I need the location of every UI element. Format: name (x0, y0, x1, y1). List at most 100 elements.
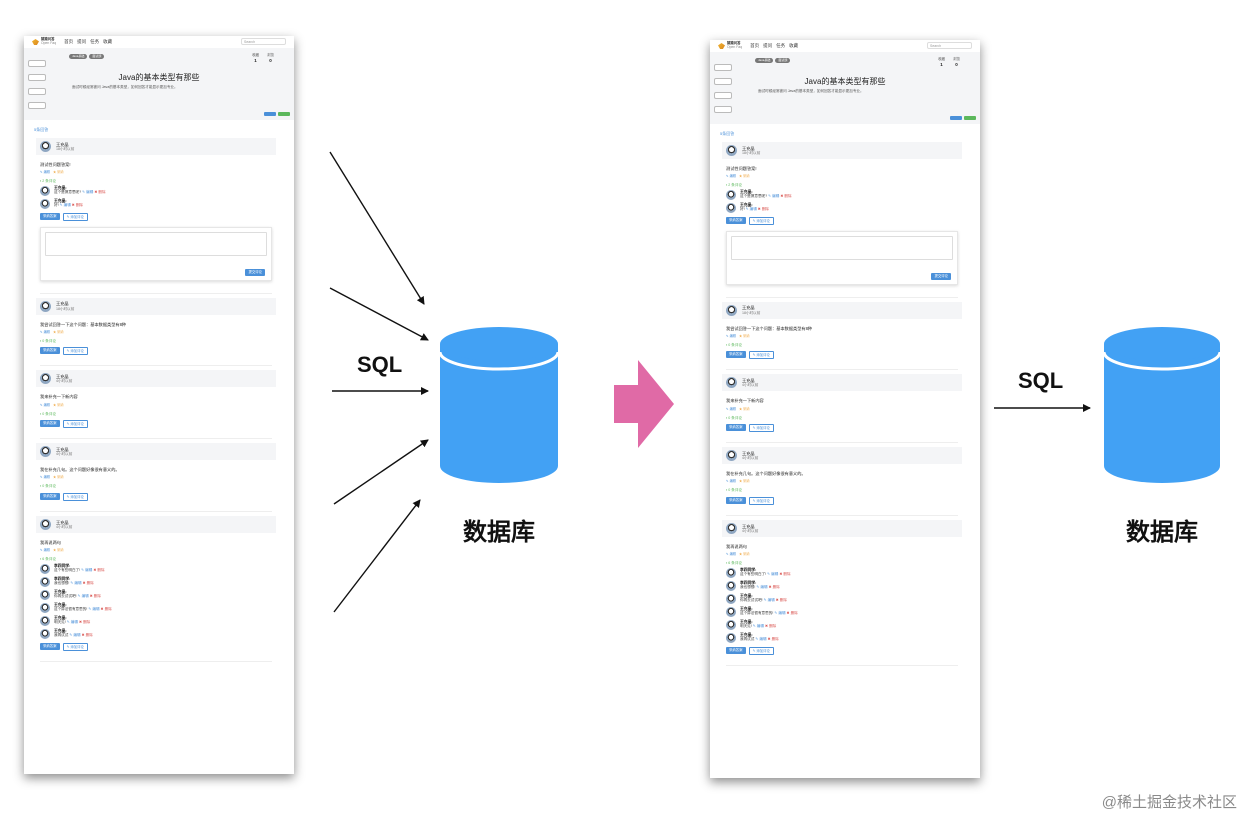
delete-link[interactable]: ✖ 删除 (775, 598, 787, 603)
edit-link[interactable]: ✎ 编辑 (726, 479, 736, 484)
delete-link[interactable]: ✖ 删除 (764, 624, 777, 629)
nav-item[interactable]: 收藏 (103, 39, 113, 45)
edit-link[interactable]: ✎ 编辑 (40, 170, 50, 175)
adopt-answer-button[interactable]: 采纳答案 (40, 492, 60, 500)
nav-item[interactable]: 提问 (77, 39, 87, 45)
delete-link[interactable]: ✖ 删除 (93, 568, 105, 573)
adopt-link[interactable]: ★ 采纳 (52, 402, 64, 407)
comment-textarea[interactable] (731, 235, 953, 260)
adopt-link[interactable]: ★ 采纳 (52, 170, 64, 175)
adopt-link[interactable]: ★ 采纳 (52, 329, 64, 334)
nav-item[interactable]: 任务 (776, 43, 786, 49)
edit-link[interactable]: ✎ 编辑 (82, 190, 94, 195)
adopt-answer-button[interactable]: 采纳答案 (726, 216, 746, 224)
side-button[interactable] (714, 106, 732, 113)
edit-link[interactable]: ✎ 编辑 (88, 607, 100, 612)
edit-link[interactable]: ✎ 编辑 (756, 585, 768, 590)
adopt-answer-button[interactable]: 采纳答案 (726, 496, 746, 504)
question-tag[interactable]: 面试题 (89, 54, 105, 59)
question-action-button[interactable] (950, 116, 962, 120)
side-button[interactable] (714, 64, 732, 71)
edit-link[interactable]: ✎ 编辑 (755, 637, 767, 642)
add-comment-button[interactable]: ✎ 添加评论 (748, 424, 774, 433)
adopt-link[interactable]: ★ 采纳 (738, 174, 750, 179)
nav-item[interactable]: 任务 (90, 39, 100, 45)
edit-link[interactable]: ✎ 编辑 (70, 581, 82, 586)
delete-link[interactable]: ✖ 删除 (71, 203, 83, 208)
delete-link[interactable]: ✖ 删除 (81, 633, 93, 638)
question-action-button[interactable] (278, 112, 290, 116)
side-button[interactable] (714, 78, 732, 85)
comment-textarea[interactable] (45, 231, 267, 256)
adopt-answer-button[interactable]: 采纳答案 (40, 212, 60, 220)
side-button[interactable] (28, 88, 46, 95)
adopt-answer-button[interactable]: 采纳答案 (726, 646, 746, 654)
edit-link[interactable]: ✎ 编辑 (69, 633, 81, 638)
nav-item[interactable]: 提问 (763, 43, 773, 49)
add-comment-button[interactable]: ✎ 添加评论 (748, 646, 774, 655)
edit-link[interactable]: ✎ 编辑 (40, 402, 50, 407)
adopt-link[interactable]: ★ 采纳 (738, 552, 750, 557)
question-action-button[interactable] (264, 112, 276, 116)
delete-link[interactable]: ✖ 删除 (100, 607, 112, 612)
search-input[interactable]: Search (927, 42, 972, 49)
adopt-link[interactable]: ★ 采纳 (52, 548, 64, 553)
add-comment-button[interactable]: ✎ 添加评论 (62, 347, 88, 356)
delete-link[interactable]: ✖ 删除 (786, 611, 798, 616)
question-tag[interactable]: Java基础 (69, 54, 88, 59)
side-button[interactable] (714, 92, 732, 99)
edit-link[interactable]: ✎ 编辑 (40, 475, 50, 480)
delete-link[interactable]: ✖ 删除 (767, 637, 779, 642)
question-tag[interactable]: Java基础 (755, 58, 774, 63)
adopt-link[interactable]: ★ 采纳 (738, 479, 750, 484)
nav-item[interactable]: 首页 (750, 43, 760, 49)
edit-link[interactable]: ✎ 编辑 (726, 406, 736, 411)
adopt-answer-button[interactable]: 采纳答案 (726, 424, 746, 432)
nav-item[interactable]: 首页 (64, 39, 74, 45)
add-comment-button[interactable]: ✎ 添加评论 (748, 351, 774, 360)
side-button[interactable] (28, 74, 46, 81)
adopt-answer-button[interactable]: 采纳答案 (40, 347, 60, 355)
submit-comment-button[interactable]: 提交评论 (931, 272, 951, 280)
adopt-answer-button[interactable]: 采纳答案 (40, 420, 60, 428)
edit-link[interactable]: ✎ 编辑 (726, 333, 736, 338)
edit-link[interactable]: ✎ 编辑 (768, 194, 780, 199)
edit-link[interactable]: ✎ 编辑 (40, 548, 50, 553)
edit-link[interactable]: ✎ 编辑 (81, 568, 93, 573)
delete-link[interactable]: ✖ 删除 (94, 190, 106, 195)
delete-link[interactable]: ✖ 删除 (780, 194, 792, 199)
edit-link[interactable]: ✎ 编辑 (726, 174, 736, 179)
adopt-link[interactable]: ★ 采纳 (738, 333, 750, 338)
delete-link[interactable]: ✖ 删除 (78, 620, 91, 625)
delete-link[interactable]: ✖ 删除 (757, 207, 769, 212)
question-action-button[interactable] (964, 116, 976, 120)
question-tag[interactable]: 面试题 (775, 58, 791, 63)
edit-link[interactable]: ✎ 编辑 (752, 624, 764, 629)
delete-link[interactable]: ✖ 删除 (82, 581, 94, 586)
edit-link[interactable]: ✎ 编辑 (745, 207, 757, 212)
adopt-link[interactable]: ★ 采纳 (52, 475, 64, 480)
edit-link[interactable]: ✎ 编辑 (763, 598, 775, 603)
add-comment-button[interactable]: ✎ 添加评论 (62, 212, 88, 221)
add-comment-button[interactable]: ✎ 添加评论 (748, 496, 774, 505)
add-comment-button[interactable]: ✎ 添加评论 (62, 420, 88, 429)
edit-link[interactable]: ✎ 编辑 (726, 552, 736, 557)
adopt-answer-button[interactable]: 采纳答案 (726, 351, 746, 359)
edit-link[interactable]: ✎ 编辑 (59, 203, 71, 208)
edit-link[interactable]: ✎ 编辑 (77, 594, 89, 599)
add-comment-button[interactable]: ✎ 添加评论 (62, 492, 88, 501)
edit-link[interactable]: ✎ 编辑 (767, 572, 779, 577)
edit-link[interactable]: ✎ 编辑 (774, 611, 786, 616)
add-comment-button[interactable]: ✎ 添加评论 (62, 642, 88, 651)
add-comment-button[interactable]: ✎ 添加评论 (748, 216, 774, 225)
adopt-link[interactable]: ★ 采纳 (738, 406, 750, 411)
edit-link[interactable]: ✎ 编辑 (40, 329, 50, 334)
delete-link[interactable]: ✖ 删除 (89, 594, 101, 599)
side-button[interactable] (28, 60, 46, 67)
side-button[interactable] (28, 102, 46, 109)
delete-link[interactable]: ✖ 删除 (768, 585, 780, 590)
search-input[interactable]: Search (241, 38, 286, 45)
delete-link[interactable]: ✖ 删除 (779, 572, 791, 577)
submit-comment-button[interactable]: 提交评论 (245, 268, 265, 276)
